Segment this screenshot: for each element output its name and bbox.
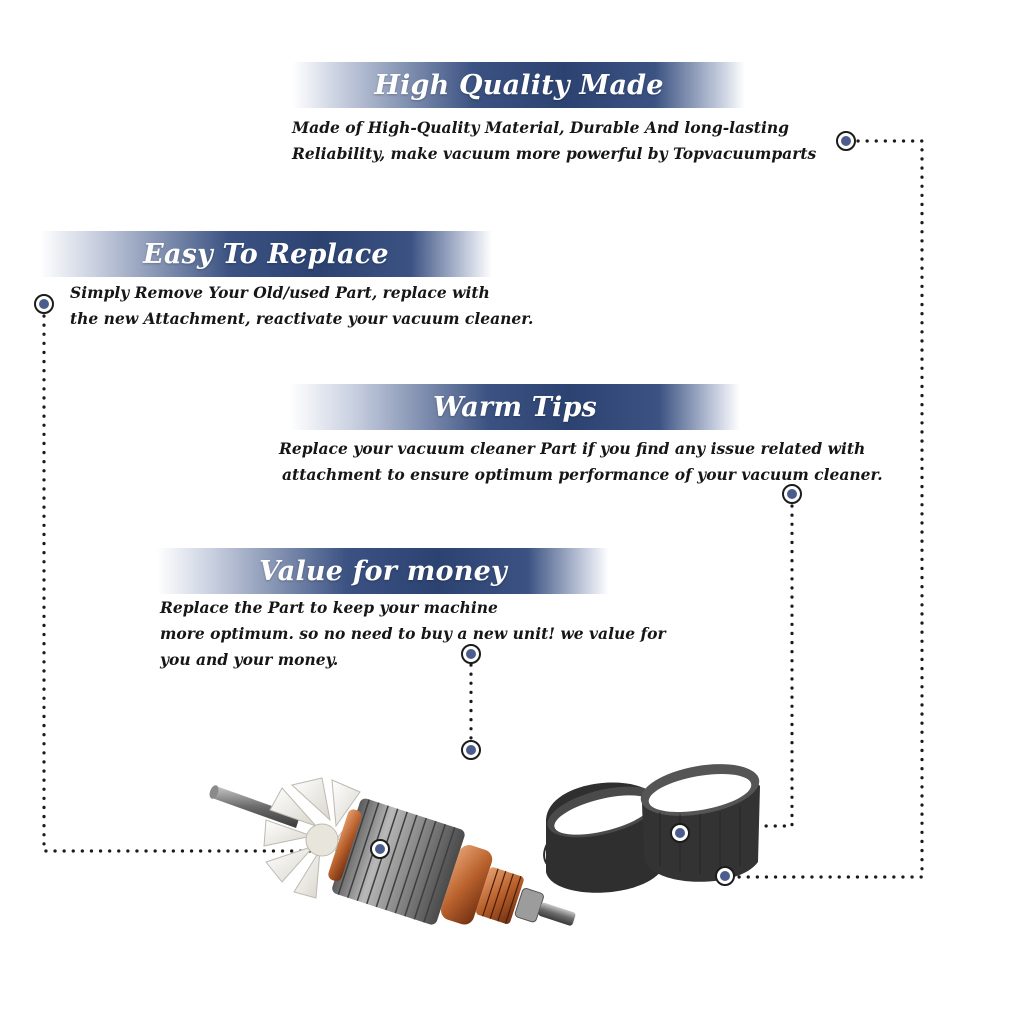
bullet-armature [370,839,390,859]
title-value-money: Value for money [259,555,507,587]
title-warm-tips: Warm Tips [433,391,597,423]
connector-warm-tips [688,504,794,828]
desc-line: the new Attachment, reactivate your vacu… [70,309,534,328]
desc-line: attachment to ensure optimum performance… [282,465,883,484]
bullet-high-quality [836,131,856,151]
core [328,798,576,926]
desc-line: Replace your vacuum cleaner Part if you … [279,439,866,458]
desc-line: Replace the Part to keep your machine [160,598,498,617]
desc-line: Simply Remove Your Old/used Part, replac… [70,283,490,302]
banner-value-money: Value for money [157,548,609,594]
desc-high-quality: Made of High-Quality Material, Durable A… [292,115,816,167]
desc-line: Reliability, make vacuum more powerful b… [292,144,817,163]
desc-easy-replace: Simply Remove Your Old/used Part, replac… [70,280,533,332]
belts [543,764,760,893]
bullet-value-money-top [461,644,481,664]
bullet-belt-bottom [715,866,735,886]
bullet-easy-replace [34,294,54,314]
banner-high-quality: High Quality Made [293,62,745,108]
desc-line: you and your money. [160,650,339,669]
armature [209,777,576,926]
bullet-warm-tips [782,484,802,504]
title-easy-replace: Easy To Replace [143,238,389,270]
banner-warm-tips: Warm Tips [290,384,740,430]
desc-warm-tips: Replace your vacuum cleaner Part if you … [279,436,883,488]
bullet-value-money-bottom [461,740,481,760]
desc-value-money: Replace the Part to keep your machine mo… [160,595,666,673]
connector-high-quality [736,139,924,879]
title-high-quality: High Quality Made [374,69,664,101]
banner-easy-replace: Easy To Replace [40,231,492,277]
desc-line: more optimum. so no need to buy a new un… [160,624,666,643]
desc-line: Made of High-Quality Material, Durable A… [292,118,789,137]
bullet-belt-top [670,823,690,843]
